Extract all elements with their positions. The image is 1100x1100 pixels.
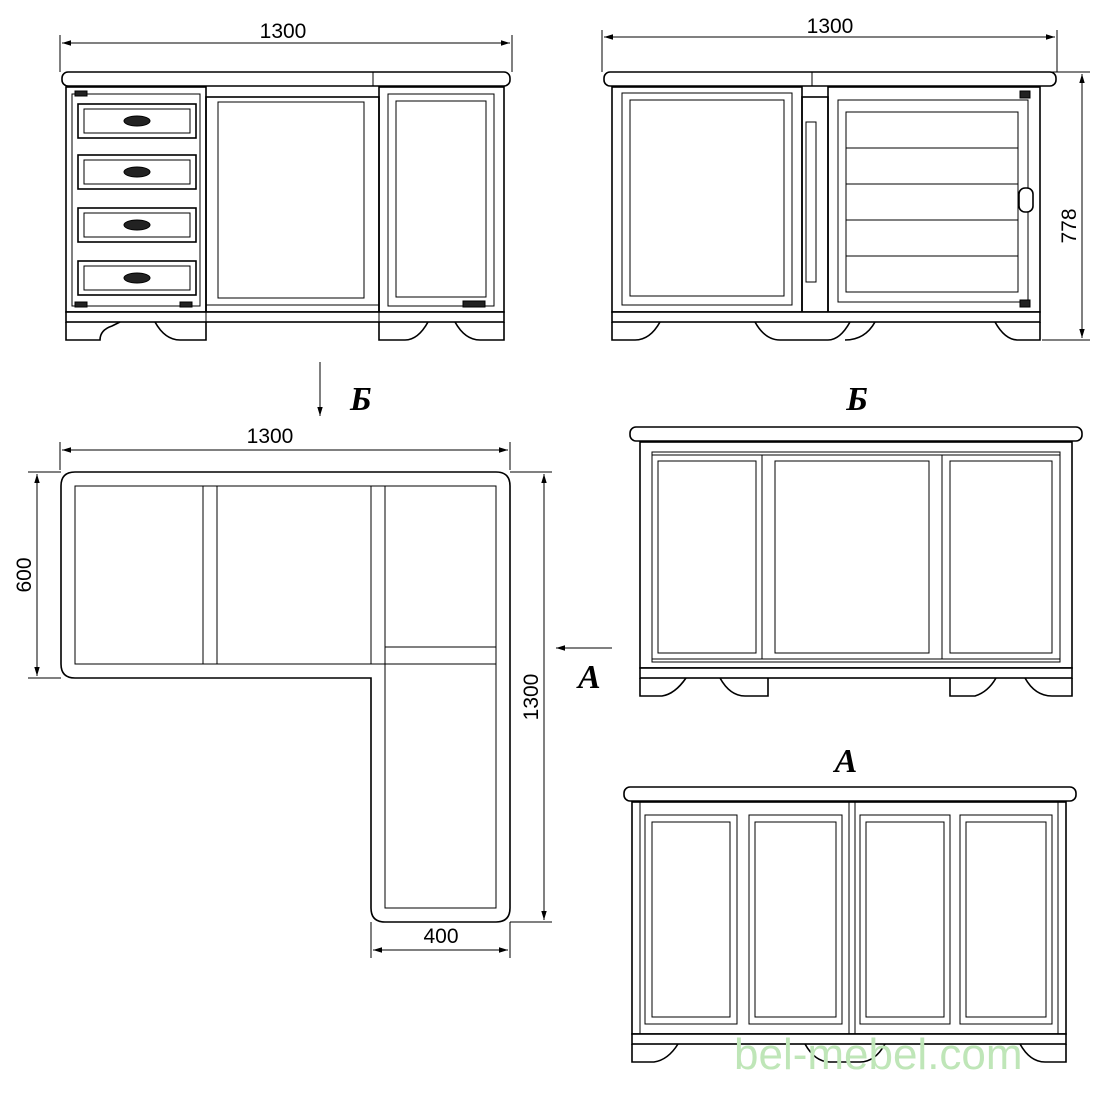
drawer (77, 154, 197, 190)
view-b-elevation: Б (629, 381, 1083, 697)
knee-space-panel (205, 96, 380, 313)
view-a-panel (859, 814, 951, 1025)
hinge-icon (179, 301, 193, 308)
rear-left-panel (611, 86, 803, 313)
carved-foot (154, 321, 207, 341)
plan-outline (60, 471, 511, 923)
hinge-icon (1019, 299, 1031, 308)
carved-foot (1024, 677, 1073, 697)
drawer (77, 103, 197, 139)
view-b-plinth (639, 667, 1073, 679)
rear-tabletop (603, 71, 1057, 87)
rear-elevation-view: 1300 778 (601, 15, 1090, 341)
front-tabletop (61, 71, 511, 87)
view-arrow-a: А (556, 645, 612, 696)
view-a-plinth (631, 1033, 1067, 1045)
view-a-title: А (833, 743, 858, 780)
plan-depth-label: 600 (13, 557, 36, 592)
drawer-handle-icon (123, 166, 151, 178)
view-a-tabletop (623, 786, 1077, 802)
view-b-body (639, 441, 1073, 669)
carved-foot (1019, 1043, 1067, 1063)
hinge-icon (74, 90, 88, 97)
rear-plinth (611, 311, 1041, 323)
carved-foot (639, 677, 687, 697)
view-a-panel (748, 814, 843, 1025)
door-handle-icon (1018, 187, 1034, 213)
view-b-panel (761, 454, 943, 660)
cabinet-door (387, 93, 495, 307)
view-b-tabletop (629, 426, 1083, 442)
carved-foot (804, 1043, 886, 1063)
carved-foot (844, 321, 876, 341)
rear-right-cabinet (827, 86, 1041, 313)
carved-foot (994, 321, 1041, 341)
carved-foot (754, 321, 851, 341)
hinge-icon (1019, 90, 1031, 99)
carved-foot (454, 321, 505, 341)
carved-foot (65, 321, 121, 341)
drawer (77, 207, 197, 243)
plan-return-label: 400 (423, 925, 458, 948)
back-width-label: 1300 (807, 15, 854, 38)
watermark: bel-mebel.com (734, 1030, 1023, 1079)
carved-foot (631, 1043, 679, 1063)
front-plinth (65, 311, 505, 323)
view-a-elevation: А (623, 743, 1077, 1063)
view-b-panel (941, 454, 1061, 660)
drawer-handle-icon (123, 219, 151, 231)
drawer (77, 260, 197, 296)
view-arrow-b: Б (317, 362, 372, 418)
front-width-label: 1300 (260, 20, 307, 43)
plan-length-label: 1300 (520, 674, 543, 721)
drawer-handle-icon (123, 115, 151, 127)
view-arrow-b-label: Б (349, 381, 372, 418)
plan-view: 1300 600 1300 400 (13, 425, 552, 958)
lock-icon (462, 300, 486, 308)
view-a-panel (644, 814, 738, 1025)
carved-foot (378, 321, 429, 341)
right-cabinet (378, 86, 505, 313)
drawer-handle-icon (123, 272, 151, 284)
carved-foot (611, 321, 661, 341)
hinge-icon (74, 301, 88, 308)
carved-foot (719, 677, 769, 697)
height-label: 778 (1058, 208, 1081, 243)
view-arrow-a-label: А (576, 659, 601, 696)
plan-width-label: 1300 (247, 425, 294, 448)
front-elevation-view: 1300 (59, 20, 513, 341)
glazed-door (837, 99, 1029, 303)
carved-foot (949, 677, 997, 697)
view-b-title: Б (845, 381, 868, 418)
view-a-panel (959, 814, 1053, 1025)
view-b-panel (651, 454, 763, 660)
drawer-stack (77, 103, 197, 296)
